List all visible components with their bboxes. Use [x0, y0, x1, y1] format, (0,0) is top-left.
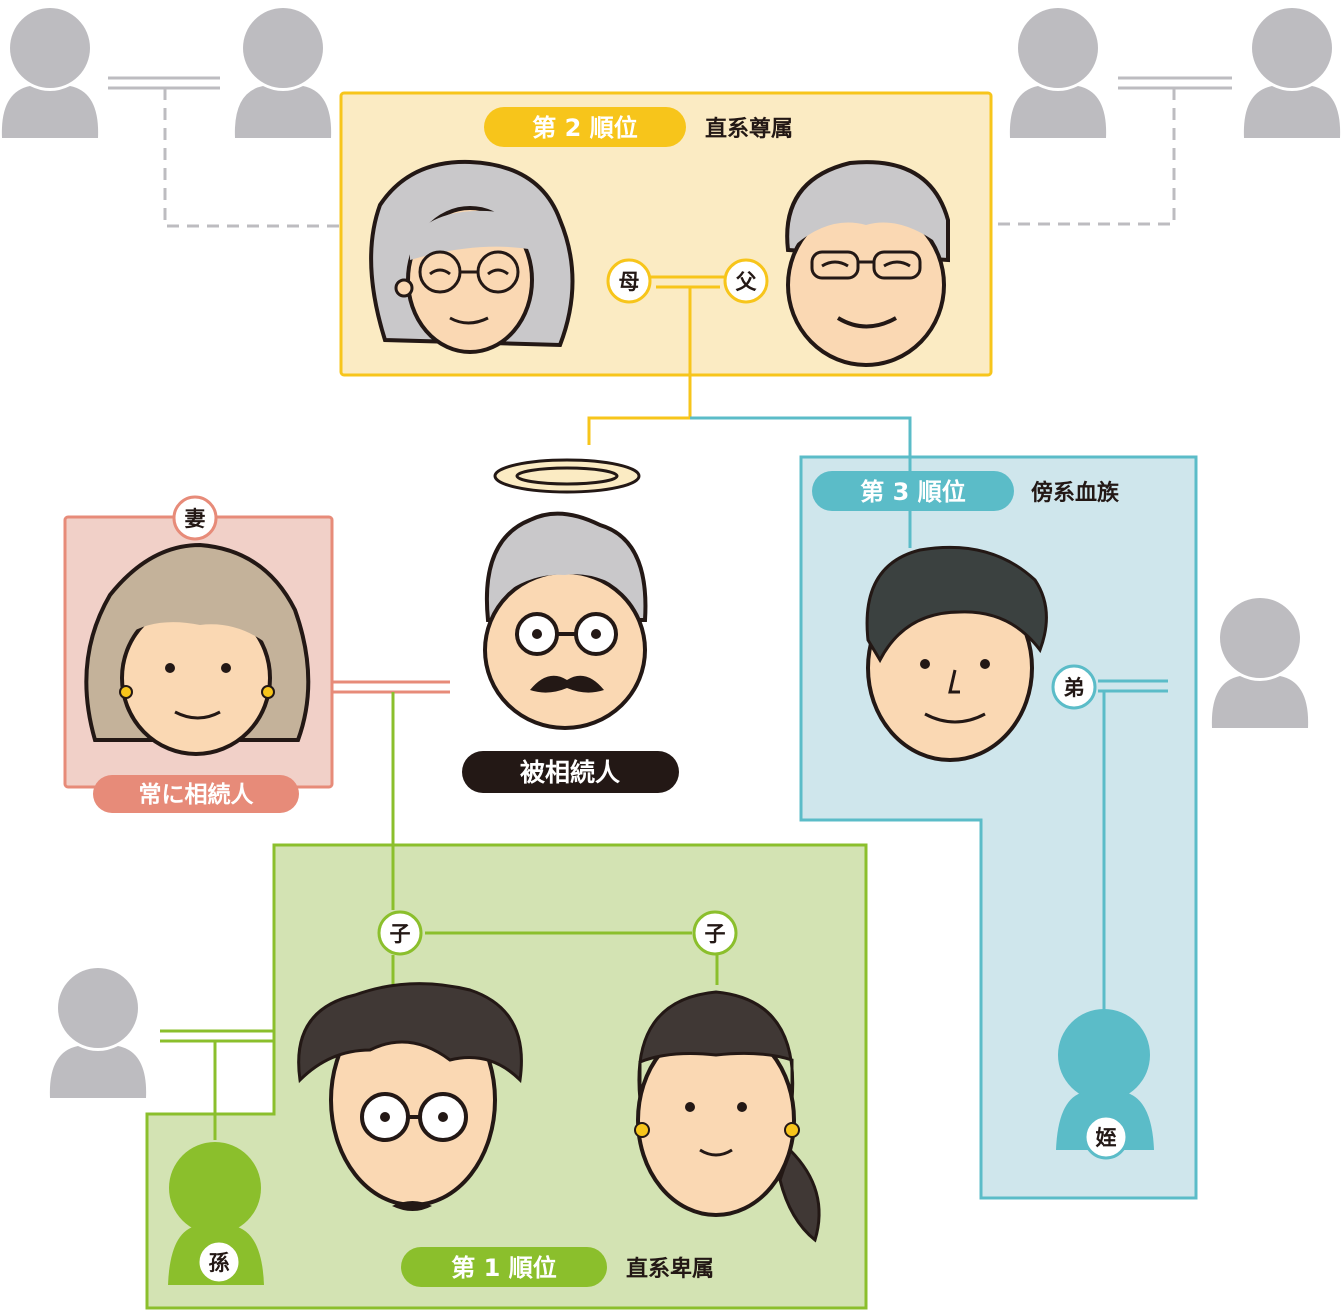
spouse-header: 常に相続人	[93, 775, 299, 813]
first-rank-label: 直系卑属	[626, 1256, 714, 1282]
wife-tag-label: 妻	[185, 507, 206, 531]
gray-connectors	[108, 76, 1232, 228]
nephew-figure: 姪	[1056, 1009, 1154, 1160]
mother-tag-label: 母	[619, 270, 640, 294]
deceased-portrait	[483, 458, 648, 730]
second-rank-label: 直系尊属	[705, 116, 793, 142]
father-tag: 父	[723, 258, 769, 304]
person-silhouette-icon	[1211, 598, 1309, 728]
deceased-label: 被相続人	[520, 758, 620, 787]
third-rank-header: 第 3 順位 傍系血族	[812, 471, 1120, 511]
child1-tag-label: 子	[390, 922, 411, 946]
person-silhouette-icon	[1009, 8, 1107, 138]
daughter-portrait	[634, 990, 821, 1243]
brother-portrait	[865, 545, 1048, 762]
person-silhouette-icon	[1243, 8, 1341, 138]
child1-tag: 子	[377, 910, 423, 956]
son-portrait	[297, 982, 523, 1211]
person-silhouette-icon	[49, 968, 147, 1098]
wife-tag: 妻	[172, 495, 218, 541]
third-rank-badge: 第 3 順位	[860, 478, 965, 506]
wife-portrait	[84, 542, 311, 756]
brother-tag-label: 弟	[1064, 676, 1085, 700]
mother-portrait	[369, 159, 575, 354]
connectors	[160, 275, 1168, 1140]
spouse-badge: 常に相続人	[139, 781, 255, 808]
person-silhouette-icon	[234, 8, 332, 138]
father-tag-label: 父	[736, 270, 758, 294]
nephew-label: 姪	[1096, 1126, 1117, 1150]
person-silhouette-icon	[1, 8, 99, 138]
child2-tag: 子	[692, 910, 738, 956]
mother-tag: 母	[606, 258, 652, 304]
first-rank-header: 第 1 順位 直系卑属	[401, 1247, 714, 1287]
grandchild-label: 孫	[209, 1251, 230, 1275]
deceased-header: 被相続人	[462, 751, 679, 793]
first-rank-badge: 第 1 順位	[451, 1254, 556, 1282]
second-rank-header: 第 2 順位 直系尊属	[484, 107, 793, 147]
second-rank-badge: 第 2 順位	[532, 114, 637, 142]
grandchild-figure: 孫	[168, 1142, 264, 1285]
brother-tag: 弟	[1051, 664, 1097, 710]
third-rank-label: 傍系血族	[1031, 480, 1120, 506]
father-portrait	[785, 160, 950, 367]
child2-tag-label: 子	[705, 922, 726, 946]
